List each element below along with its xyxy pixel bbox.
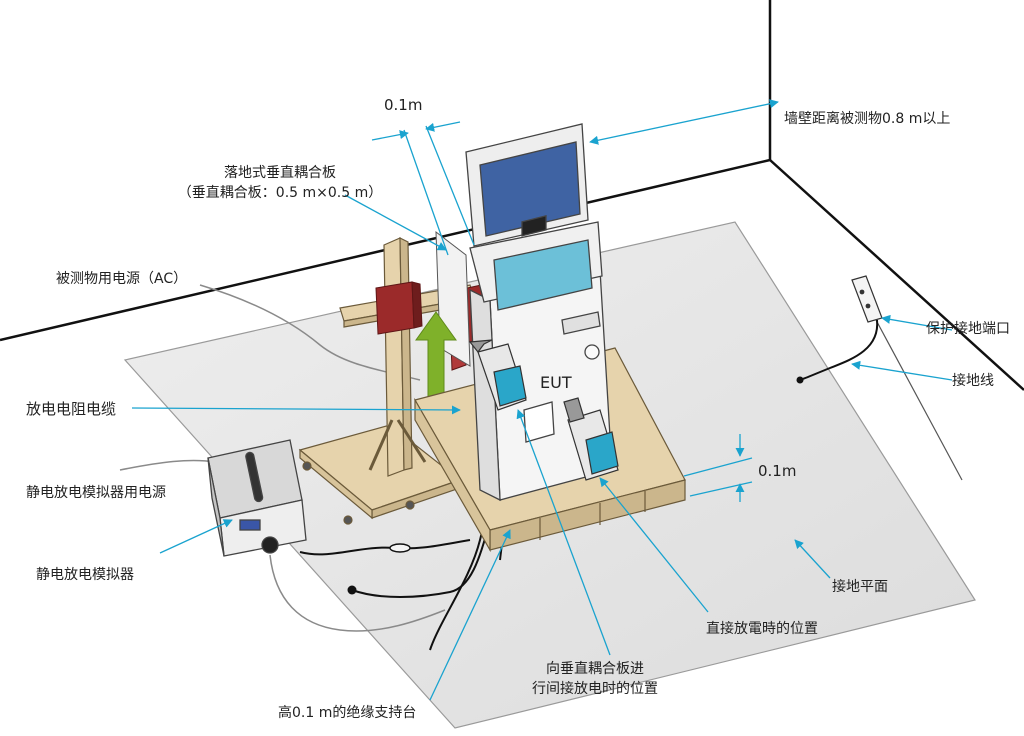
direct-discharge-label: 直接放電時的位置 xyxy=(706,621,818,637)
vcp-discharge-label-1: 向垂直耦合板进 xyxy=(546,661,644,677)
vcp-discharge-label-2: 行间接放电时的位置 xyxy=(532,681,658,697)
dimension-top-label: 0.1m xyxy=(384,96,423,114)
esd-gun-direct xyxy=(563,397,619,481)
power-cables xyxy=(119,284,446,632)
eut-power-label: 被测物用电源（AC） xyxy=(56,271,188,287)
wall-distance-label: 墙壁距离被测物0.8 m以上 xyxy=(784,111,951,127)
esd-gun-vcp xyxy=(468,339,527,411)
wall-distance-arrow xyxy=(589,99,779,145)
ground-terminal-label: 保护接地端口 xyxy=(926,321,1010,337)
eut-label: EUT xyxy=(540,373,572,392)
ground-wire-label: 接地线 xyxy=(952,373,994,389)
dimension-top xyxy=(371,121,475,256)
vcp-size-label: （垂直耦合板：0.5 m×0.5 m） xyxy=(177,185,383,201)
esd-simulator-unit xyxy=(207,439,307,557)
callout-lines xyxy=(131,194,953,701)
esd-power-label: 静电放电模拟器用电源 xyxy=(26,485,166,501)
insulating-support-label: 高0.1 m的绝缘支持台 xyxy=(278,705,417,721)
ground-plane-label: 接地平面 xyxy=(832,579,888,595)
dimension-side-label: 0.1m xyxy=(758,462,797,480)
resistor-cable-label: 放电电阻电缆 xyxy=(26,400,117,418)
ground-wire xyxy=(799,319,879,381)
esd-simulator-label: 静电放电模拟器 xyxy=(36,567,134,583)
dimension-side xyxy=(683,434,753,502)
vcp-title-label: 落地式垂直耦合板 xyxy=(224,165,336,181)
